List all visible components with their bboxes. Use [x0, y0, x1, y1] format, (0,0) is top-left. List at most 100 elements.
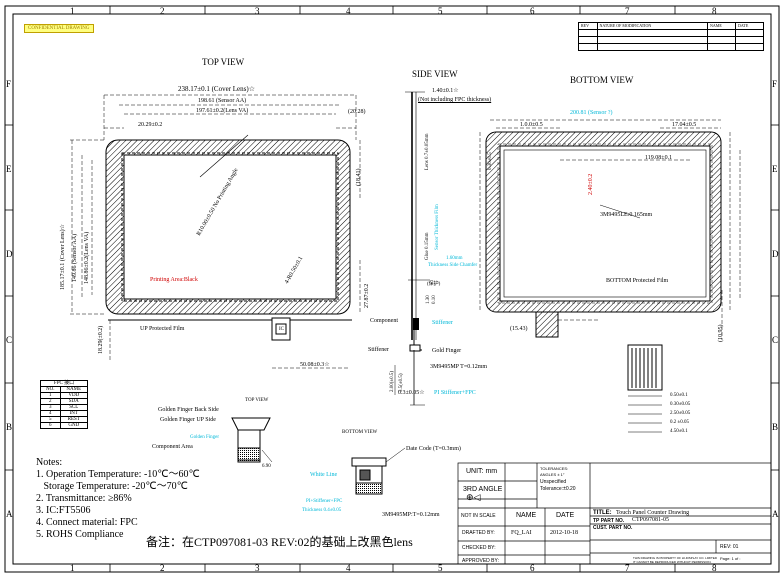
- zone-col-6: 6: [530, 6, 535, 16]
- zone-row-e-right: E: [772, 164, 778, 174]
- printing-area-note: Printing Area:Black: [150, 277, 198, 283]
- tp-part-number: CTP097081-05: [632, 517, 670, 523]
- pitch-dim-b: 0.30±0.05: [670, 402, 691, 407]
- component-label: Component: [370, 318, 398, 324]
- zone-col-5: 5: [438, 6, 443, 16]
- zone-col-7: 7: [625, 6, 630, 16]
- bottom-view-title: BOTTOM VIEW: [570, 75, 634, 85]
- side-view-profile: [394, 91, 430, 406]
- fpc-offset-dim: 50.08±0.3☆: [300, 362, 330, 368]
- bottom-left-vert: 0.30±0.5: [488, 152, 493, 170]
- rev-header-name: NAME: [707, 22, 737, 30]
- confidential-stamp: CONFIDENTIAL DRAWING: [24, 24, 94, 33]
- zone-row-b-right: B: [772, 422, 779, 432]
- white-line-label: White Line: [310, 472, 338, 478]
- zone-col-5-bottom: 5: [438, 563, 443, 573]
- golden-finger-cyan: Golden Finger: [190, 435, 220, 440]
- unit-label: UNIT: mm: [466, 468, 498, 475]
- tolerance-value: Tolerance:±0.20: [540, 486, 576, 492]
- right-vert-dim: 27.87±0.2: [364, 283, 370, 308]
- date-header: DATE: [556, 512, 575, 519]
- copyright-line-2: IT CANNOT BE REPRODUCED WITHOUT PERMISSI…: [633, 560, 712, 564]
- note-line-1: 1. Operation Temperature: -10℃～60℃: [36, 469, 200, 480]
- stiffener-label: Stiffener: [368, 347, 389, 353]
- bottom-sensor-aa: 200.81 (Sensor ?): [570, 110, 613, 116]
- date-code-label: Date Code (T=0.3mm): [406, 446, 461, 452]
- bottom-fpc-tape: 3M9495MP:T=0.12mm: [382, 512, 440, 518]
- top-view-panel: [70, 94, 361, 369]
- title-block-grid: [457, 462, 772, 565]
- zone-col-1: 1: [70, 6, 75, 16]
- third-angle-label: 3RD ANGLE: [463, 486, 503, 493]
- zone-row-c: C: [6, 335, 13, 345]
- fpc-bottom-detail: [351, 447, 406, 495]
- film-dim: 1.60mm: [446, 256, 463, 261]
- zone-row-b: B: [6, 422, 13, 432]
- zone-col-4-bottom: 4: [346, 563, 351, 573]
- golden-finger-up: Golden Finger UP Side: [160, 417, 216, 423]
- name-header: NAME: [516, 512, 537, 519]
- up-protected-film: UP Protected Film: [140, 326, 185, 332]
- page-label: Page: 1 of :: [720, 556, 741, 561]
- gold-finger-detail: [627, 344, 663, 433]
- bottom-view-panel: [479, 119, 741, 340]
- zone-col-2-bottom: 2: [160, 563, 165, 573]
- zone-col-6-bottom: 6: [530, 563, 535, 573]
- drafted-date: 2012-10-18: [550, 530, 578, 536]
- note-line-3: 2. Transmittance: ≥86%: [36, 493, 132, 504]
- zone-col-3: 3: [255, 6, 260, 16]
- zone-row-f-right: F: [772, 79, 778, 89]
- pi-stiffener-note: PI Stiffener+FPC: [434, 390, 476, 396]
- zone-col-1-bottom: 1: [70, 563, 75, 573]
- drawing-title: Touch Panel Counter Drawing: [616, 510, 690, 516]
- bottom-dim-red: 2.40±0.2: [588, 173, 594, 195]
- tape-thickness: 3M9495MP T=0.12mm: [430, 364, 488, 370]
- gold-finger-label: Gold Finger: [432, 348, 462, 354]
- zone-col-3-bottom: 3: [255, 563, 260, 573]
- glue-thickness: Glue 0.15mm: [425, 232, 430, 261]
- bottom-protected-film: BOTTOM Protected Film: [606, 278, 669, 284]
- angles-label: ANGLES ± 1°: [540, 472, 565, 477]
- bottom-dim-right: 17.04±0.5: [672, 122, 697, 128]
- rev-label: REV: 01: [720, 544, 739, 550]
- revision-table: REV NATURE OF MODIFICATION NAME DATE: [578, 22, 764, 51]
- pitch-dim-c: 2.50±0.05: [670, 411, 691, 416]
- sensor-thickness-note: Sensor Thickness Film: [435, 204, 440, 250]
- tp-part-label: TP PART NO.: [593, 518, 625, 524]
- unspecified-label: Unspecified: [540, 479, 567, 485]
- notes-heading: Notes:: [36, 457, 63, 468]
- note-line-2: Storage Temperature: -20℃～70℃: [36, 481, 188, 492]
- remark-text: 备注：在CTP097081-03 REV:02的基础上改黑色lens: [146, 535, 413, 549]
- bottom-dim-mid: 119.08±0.1: [645, 155, 673, 161]
- rev-header-nature: NATURE OF MODIFICATION: [596, 22, 709, 30]
- third-angle-symbol-icon: ⊕◁: [466, 493, 481, 503]
- pitch-dim-e: 4.50±0.1: [670, 429, 688, 434]
- sensor-aa-height: 149.86 (Sensor AA): [72, 233, 78, 282]
- lens-va-width: 197.61±0.2(Lens VA): [196, 108, 249, 114]
- offset-right-dim: (20.28): [348, 109, 366, 115]
- drafter-name: FQ_LAI: [511, 530, 532, 536]
- tolerances-label: TOLERANCES:: [540, 466, 569, 471]
- ic-label: IC: [279, 327, 284, 332]
- copyright-line-1: THIS DRAWING IS PROPERTY OF HI-DISPLAY C…: [633, 556, 718, 560]
- fpc-position-dim: (15.43): [510, 326, 528, 332]
- stiffener-cyan-label: Stiffener: [432, 320, 453, 326]
- zone-row-d-right: D: [772, 249, 779, 259]
- zone-col-7-bottom: 7: [625, 563, 630, 573]
- zone-col-4: 4: [346, 6, 351, 16]
- cover-lens-width: 238.17±0.1 (Cover Lens)☆: [178, 85, 255, 93]
- note-line-6: 5. ROHS Compliance: [36, 529, 124, 540]
- checked-by-label: CHECKED BY:: [462, 545, 496, 551]
- right-side-dim: (18.41): [356, 168, 362, 187]
- lens-thickness: Lens 0.7±0.05mm: [425, 133, 430, 171]
- film-note: Thickness Side Chamfer: [428, 263, 478, 268]
- side-dim-c: 1.30: [426, 295, 431, 304]
- bottom-thickness: 0.3±0.05☆: [398, 390, 425, 396]
- cover-lens-height: 185.17±0.1 (Cover Lens)☆: [60, 224, 66, 290]
- side-dim-b: 3.5(±0.5): [399, 373, 404, 392]
- pitch-dim-a: 0.50±0.1: [670, 393, 688, 398]
- bottom-left-dim: 18.29(±0.2): [98, 325, 104, 354]
